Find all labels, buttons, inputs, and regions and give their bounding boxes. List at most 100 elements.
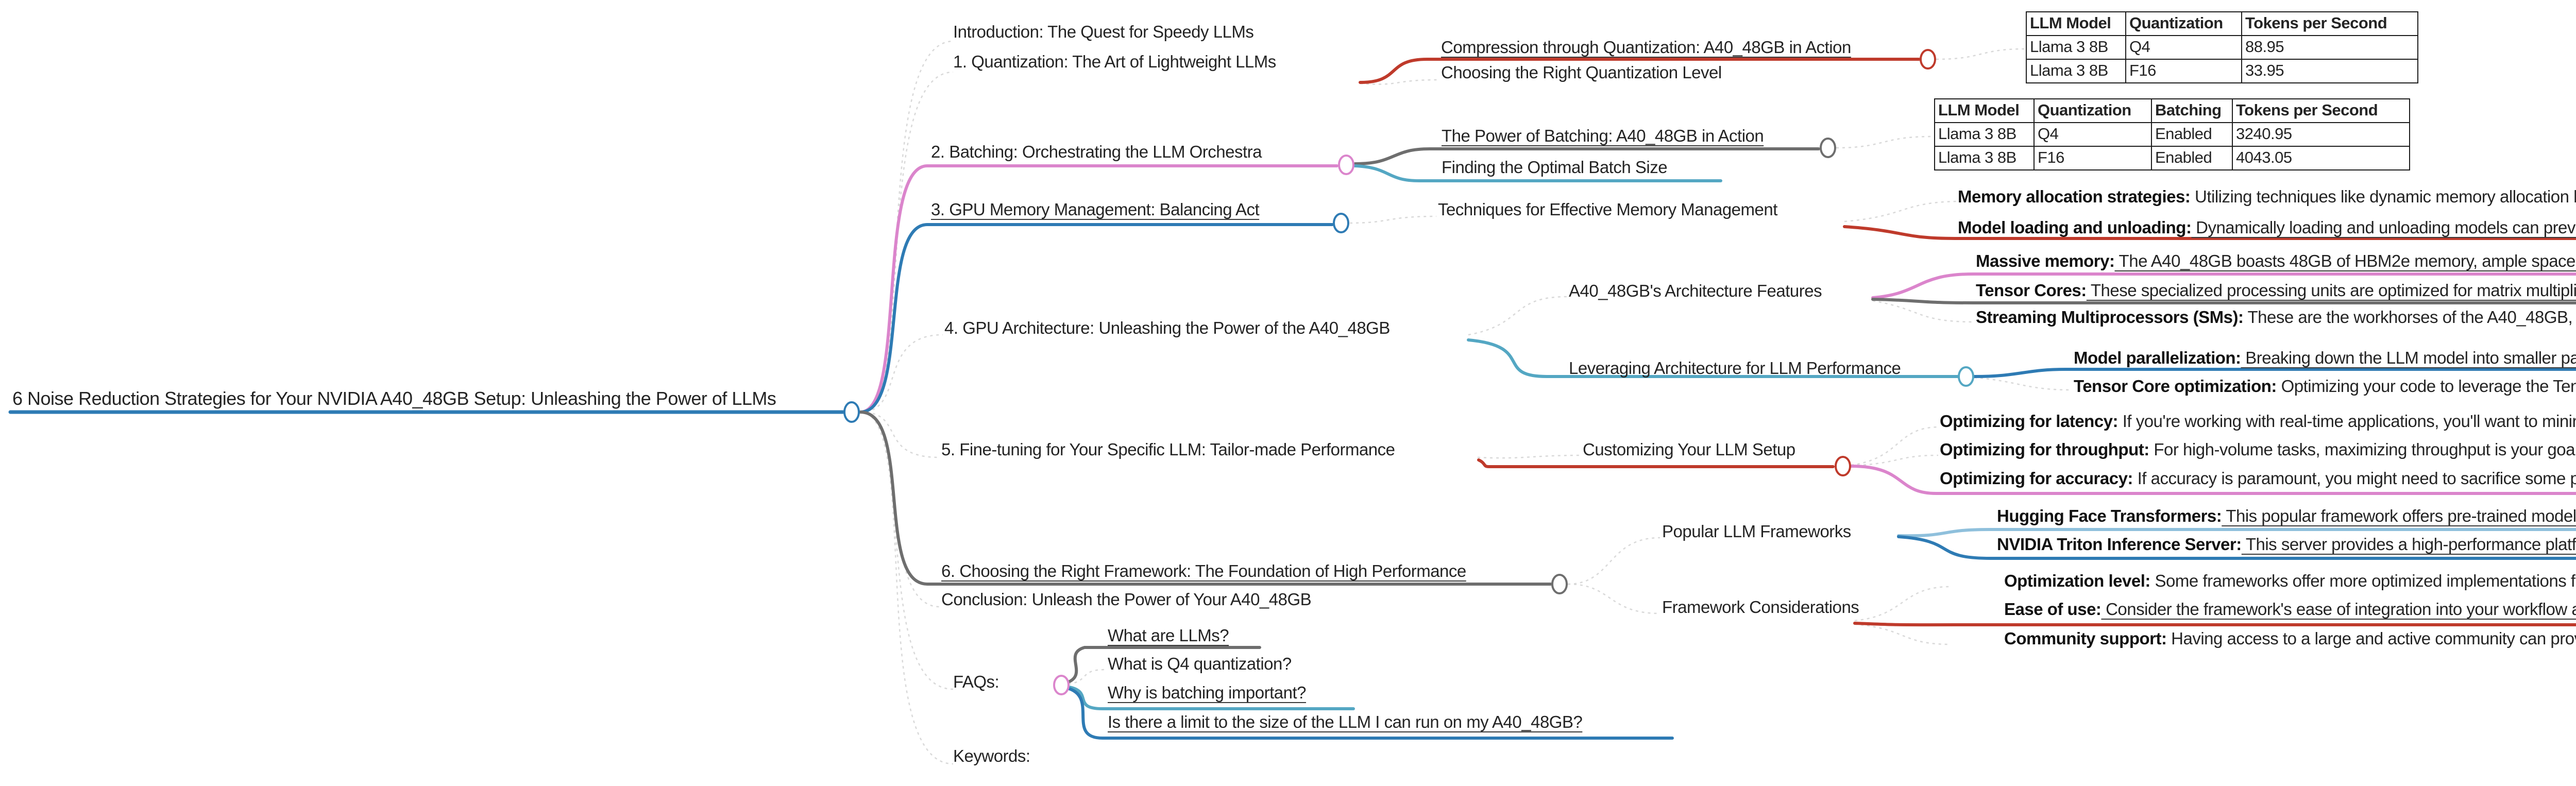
node-gpu-architecture[interactable]: 4. GPU Architecture: Unleashing the Powe… — [944, 318, 1390, 337]
link-gpu-mem-techniques — [1349, 215, 1437, 224]
table2-header-tokens: Tokens per Second — [2232, 98, 2410, 123]
detail-rest: Having access to a large and active comm… — [2171, 629, 2576, 648]
detail-lead: Optimizing for accuracy: — [1940, 469, 2133, 488]
link-batching-table — [1836, 135, 1934, 149]
node-conclusion[interactable]: Conclusion: Unleash the Power of Your A4… — [941, 590, 1312, 609]
detail-optimizing-accuracy: Optimizing for accuracy: If accuracy is … — [1940, 468, 2576, 489]
toggle-circle-power-of-batching[interactable] — [1820, 138, 1836, 158]
link-considerations-optlevel — [1854, 586, 1951, 622]
toggle-circle-root[interactable] — [843, 401, 860, 423]
node-compression-quantization[interactable]: Compression through Quantization: A40_48… — [1441, 38, 1851, 57]
detail-rest-link[interactable]: The A40_48GB boasts 48GB of HBM2e memory… — [2119, 251, 2576, 270]
node-memory-techniques[interactable]: Techniques for Effective Memory Manageme… — [1438, 200, 1777, 219]
root-node[interactable]: 6 Noise Reduction Strategies for Your NV… — [12, 388, 776, 409]
link-compression-table — [1936, 48, 2025, 60]
table1-header-quantization: Quantization — [2125, 11, 2242, 36]
faq-what-are-llms[interactable]: What are LLMs? — [1108, 626, 1229, 645]
detail-streaming-multiprocessors: Streaming Multiprocessors (SMs): These a… — [1976, 307, 2576, 328]
detail-lead: Hugging Face Transformers: — [1997, 506, 2222, 525]
toggle-circle-batching[interactable] — [1338, 155, 1354, 175]
underline-optimal-batch-size — [1353, 164, 1722, 182]
toggle-circle-leveraging[interactable] — [1958, 366, 1974, 387]
detail-optimizing-latency: Optimizing for latency: If you're workin… — [1940, 411, 2576, 432]
node-faqs[interactable]: FAQs: — [953, 672, 999, 691]
detail-rest: If accuracy is paramount, you might need… — [2137, 469, 2576, 488]
node-optimal-batch-size[interactable]: Finding the Optimal Batch Size — [1442, 158, 1668, 177]
underline-ease-of-use — [1853, 622, 2576, 627]
faint-links — [860, 40, 2073, 765]
detail-lead: Optimizing for latency: — [1940, 412, 2119, 431]
branch-links — [8, 58, 2576, 740]
node-power-of-batching[interactable]: The Power of Batching: A40_48GB in Actio… — [1442, 126, 1764, 145]
detail-lead: Streaming Multiprocessors (SMs): — [1976, 307, 2244, 327]
table2-header-model: LLM Model — [1934, 98, 2035, 123]
underline-optimizing-accuracy — [1850, 465, 2576, 495]
link-techniques-memalloc — [1844, 200, 1957, 223]
node-batching[interactable]: 2. Batching: Orchestrating the LLM Orche… — [931, 142, 1262, 161]
detail-rest: Some frameworks offer more optimized imp… — [2155, 571, 2576, 590]
underline-model-parallelization — [1973, 368, 2576, 378]
node-fine-tuning[interactable]: 5. Fine-tuning for Your Specific LLM: Ta… — [941, 440, 1395, 459]
detail-lead: Memory allocation strategies: — [1958, 187, 2191, 206]
underline-tensor-cores — [1871, 298, 2576, 304]
link-root-keywords — [860, 411, 954, 765]
table1-cell: Llama 3 8B — [2026, 59, 2126, 83]
detail-huggingface: Hugging Face Transformers: This popular … — [1997, 506, 2576, 526]
underline-leveraging — [1467, 338, 1959, 378]
toggle-circle-gpu-memory[interactable] — [1333, 213, 1349, 233]
toggle-circle-customizing[interactable] — [1835, 456, 1851, 476]
table-row: Llama 3 8B F16 33.95 — [2026, 59, 2418, 83]
detail-tensor-core-optimization: Tensor Core optimization: Optimizing you… — [2074, 376, 2576, 397]
table-row: Llama 3 8B F16 Enabled 4043.05 — [1934, 146, 2410, 170]
underline-power-of-batching — [1353, 147, 1820, 165]
node-leveraging-architecture[interactable]: Leveraging Architecture for LLM Performa… — [1569, 358, 1901, 378]
toggle-circle-faqs[interactable] — [1053, 675, 1070, 695]
detail-lead: Community support: — [2004, 629, 2167, 648]
detail-rest-link[interactable]: Dynamically loading and unloading models… — [2196, 218, 2576, 237]
link-framework-popular — [1567, 537, 1660, 585]
node-quantization-level[interactable]: Choosing the Right Quantization Level — [1441, 63, 1722, 82]
detail-rest: If you're working with real-time applica… — [2122, 412, 2576, 431]
node-gpu-memory-management[interactable]: 3. GPU Memory Management: Balancing Act — [931, 200, 1260, 219]
detail-rest-link[interactable]: Consider the framework's ease of integra… — [2106, 600, 2576, 619]
underline-massive-memory — [1871, 272, 2576, 299]
link-arch-features — [1468, 296, 1568, 336]
toggle-circle-choosing-framework[interactable] — [1551, 574, 1568, 594]
link-considerations-community — [1854, 623, 1951, 645]
detail-optimizing-throughput: Optimizing for throughput: For high-volu… — [1940, 439, 2576, 460]
node-popular-frameworks[interactable]: Popular LLM Frameworks — [1662, 522, 1851, 541]
node-introduction[interactable]: Introduction: The Quest for Speedy LLMs — [953, 22, 1254, 41]
detail-rest-link[interactable]: This server provides a high-performance … — [2245, 535, 2576, 554]
table1-cell: 88.95 — [2241, 35, 2418, 60]
faq-q4-quantization[interactable]: What is Q4 quantization? — [1108, 654, 1292, 673]
node-customizing-llm-setup[interactable]: Customizing Your LLM Setup — [1583, 440, 1795, 459]
detail-optimization-level: Optimization level: Some frameworks offe… — [2004, 571, 2576, 591]
link-root-faqs — [860, 411, 954, 690]
detail-model-loading: Model loading and unloading: Dynamically… — [1958, 217, 2576, 238]
link-root-fine-tuning — [860, 411, 940, 458]
faq-llm-size-limit[interactable]: Is there a limit to the size of the LLM … — [1108, 712, 1583, 731]
underline-faq-what-are-llms — [1061, 646, 1261, 686]
detail-massive-memory: Massive memory: The A40_48GB boasts 48GB… — [1976, 251, 2576, 271]
node-choosing-framework[interactable]: 6. Choosing the Right Framework: The Fou… — [941, 561, 1466, 580]
node-quantization[interactable]: 1. Quantization: The Art of Lightweight … — [953, 52, 1276, 71]
table-row: Llama 3 8B Q4 88.95 — [2026, 35, 2418, 60]
detail-lead: Ease of use: — [2004, 600, 2102, 619]
detail-rest-link[interactable]: Breaking down the LLM model into smaller… — [2245, 348, 2576, 367]
table1-cell: F16 — [2125, 59, 2242, 83]
toggle-circle-compression[interactable] — [1920, 49, 1936, 70]
detail-rest-link[interactable]: These specialized processing units are o… — [2090, 281, 2576, 300]
underline-customizing — [1477, 458, 1835, 468]
node-architecture-features[interactable]: A40_48GB's Architecture Features — [1569, 281, 1822, 300]
link-quantization-level — [1360, 79, 1439, 85]
detail-rest-link[interactable]: This popular framework offers pre-traine… — [2226, 506, 2576, 525]
node-keywords[interactable]: Keywords: — [953, 746, 1030, 765]
node-framework-considerations[interactable]: Framework Considerations — [1662, 597, 1859, 617]
underline-faq-batching — [1061, 685, 1355, 710]
detail-community-support: Community support: Having access to a la… — [2004, 628, 2576, 649]
link-customizing-latency — [1851, 426, 1939, 466]
underline-model-loading — [1843, 225, 2576, 240]
faq-batching-important[interactable]: Why is batching important? — [1108, 683, 1307, 702]
table1-cell: Llama 3 8B — [2026, 35, 2126, 60]
detail-lead: NVIDIA Triton Inference Server: — [1997, 535, 2242, 554]
